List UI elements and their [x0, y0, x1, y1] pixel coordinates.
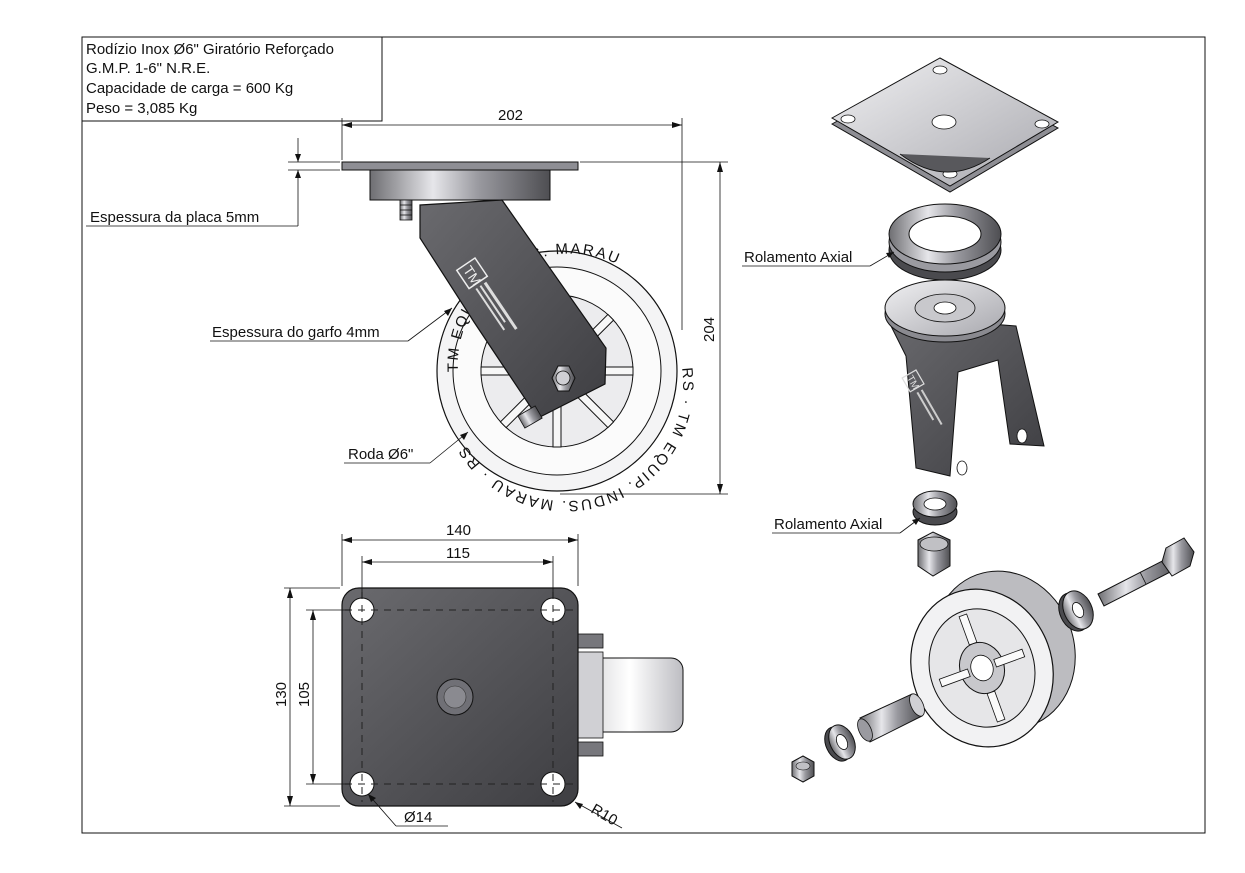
- dimension-115: 115: [361, 545, 554, 598]
- side-view: TM EQUIP. INDUS. MARAU RS · TM EQUIP. IN…: [86, 107, 728, 514]
- sheet-border: [81, 36, 1206, 834]
- top-view-axle-cap-lower: [576, 741, 604, 757]
- dimension-204: 204: [560, 161, 728, 495]
- lower-bearing-label: Rolamento Axial: [774, 516, 882, 533]
- fork-thickness-label: Espessura do garfo 4mm: [212, 324, 380, 341]
- title-line-1: Rodízio Inox Ø6" Giratório Reforçado: [86, 41, 334, 58]
- dimension-105: 105: [296, 609, 350, 785]
- top-view-fork: [576, 651, 604, 739]
- iso-fork: TM: [884, 279, 1045, 477]
- title-line-3: Capacidade de carga = 600 Kg: [86, 80, 293, 97]
- upper-bearing-label: Rolamento Axial: [744, 249, 852, 266]
- wheel-diameter-callout: Roda Ø6": [344, 431, 469, 464]
- title-block: Rodízio Inox Ø6" Giratório Reforçado G.M…: [81, 36, 383, 122]
- dimension-105-label: 105: [296, 682, 313, 707]
- iso-top-plate: [830, 57, 1060, 193]
- axle-end: [517, 405, 543, 429]
- hole-diameter-callout: Ø14: [367, 793, 448, 827]
- dimension-140: 140: [341, 522, 579, 586]
- iso-axle-bolt: [1097, 537, 1195, 607]
- fork-arm: [419, 199, 607, 419]
- corner-radius-label: R10: [588, 801, 620, 829]
- bearing-housing: [369, 169, 551, 201]
- upper-bearing-callout: Rolamento Axial: [742, 249, 895, 267]
- top-plate-side: [341, 161, 579, 171]
- dimension-115-label: 115: [446, 545, 470, 562]
- lower-bearing-callout: Rolamento Axial: [772, 516, 921, 534]
- title-line-2: G.M.P. 1-6" N.R.E.: [86, 60, 210, 77]
- top-view-axle-cap-upper: [576, 633, 604, 649]
- iso-wheel-bearing-left: [824, 724, 856, 762]
- top-view: 140 115 130 105: [273, 522, 684, 829]
- iso-axle-nut: [791, 755, 815, 783]
- corner-radius-callout: R10: [574, 801, 623, 829]
- dimension-204-label: 204: [701, 317, 718, 342]
- wheel-diameter-label: Roda Ø6": [348, 446, 413, 463]
- plate-thickness-callout: Espessura da placa 5mm: [86, 138, 340, 227]
- dimension-130-label: 130: [273, 682, 290, 707]
- iso-upper-thrust-bearing: [888, 203, 1002, 281]
- exploded-view: TM: [742, 57, 1195, 783]
- iso-axle-sleeve: [857, 693, 925, 743]
- fork-thickness-callout: Espessura do garfo 4mm: [210, 307, 453, 342]
- dimension-202: 202: [341, 107, 683, 330]
- grease-nipple: [399, 199, 413, 221]
- axle-nut: [551, 365, 576, 392]
- dimension-202-label: 202: [498, 107, 523, 124]
- title-line-4: Peso = 3,085 Kg: [86, 100, 197, 117]
- dimension-130: 130: [273, 587, 340, 807]
- iso-wheel: [910, 570, 1076, 748]
- hole-diameter-label: Ø14: [404, 809, 432, 826]
- iso-lower-thrust-bearing: [912, 490, 958, 526]
- dimension-140-label: 140: [446, 522, 471, 539]
- iso-kingpin-nut: [917, 531, 951, 577]
- iso-wheel-bearing-right: [1058, 590, 1094, 632]
- plate-thickness-label: Espessura da placa 5mm: [90, 209, 259, 226]
